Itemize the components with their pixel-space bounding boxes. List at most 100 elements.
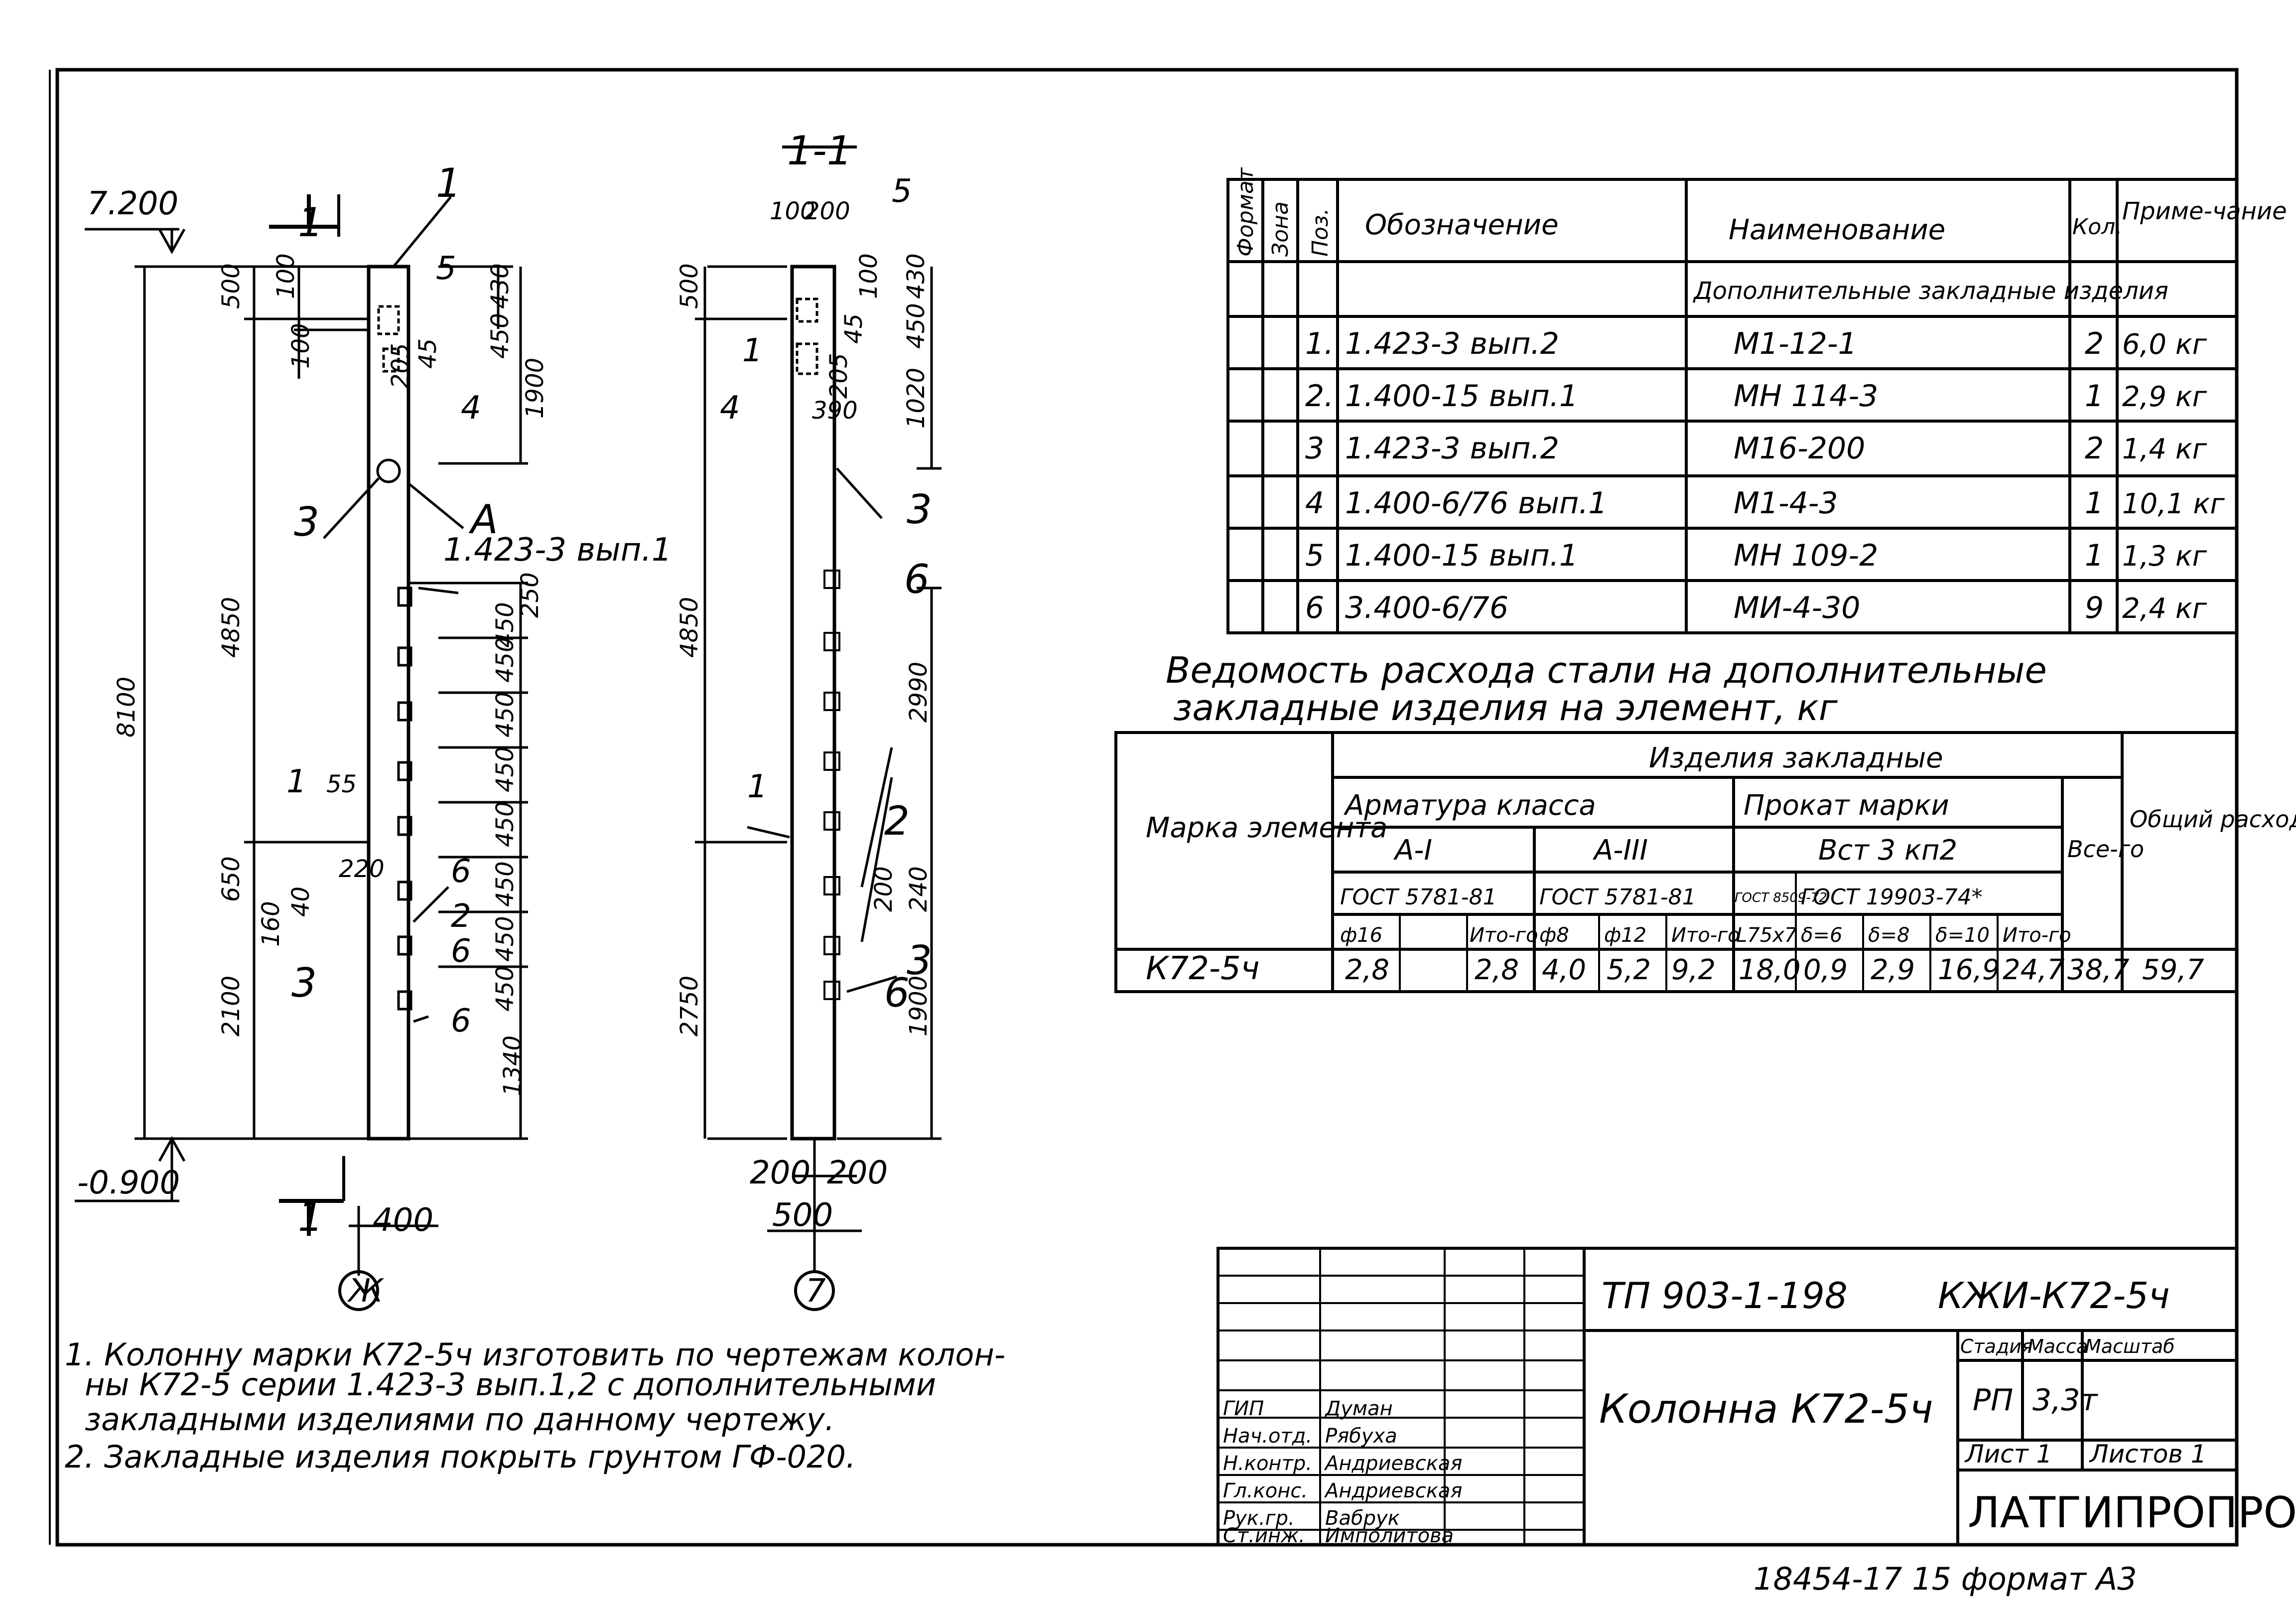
svg-text:Листов 1: Листов 1: [2089, 1440, 2206, 1469]
svg-text:Лист 1: Лист 1: [1964, 1440, 2052, 1469]
steel-row-value: 4,0: [1542, 954, 1586, 986]
title-block-text: ТП 903-1-198 КЖИ-К72-5ч Колонна К72-5ч С…: [1599, 1275, 2296, 1538]
svg-text:240: 240: [905, 866, 933, 912]
callout-a: A: [468, 496, 498, 543]
steel-row-value: 59,7: [2142, 954, 2204, 986]
left-dims: 500 4850 650 2100 8100 100 100 205 45 43…: [113, 253, 549, 1096]
spec-name: МИ-4-30: [1734, 590, 1860, 625]
spec-code: 1.400-6/76 вып.1: [1345, 486, 1607, 521]
spec-qty: 9: [2085, 590, 2104, 625]
svg-text:200: 200: [870, 866, 898, 912]
svg-text:закладные изделия на элемент,: закладные изделия на элемент, кг: [1173, 687, 1838, 729]
svg-text:ТП 903-1-198: ТП 903-1-198: [1602, 1275, 1848, 1317]
svg-text:100: 100: [272, 253, 300, 299]
spec-code: 1.400-15 вып.1: [1345, 538, 1578, 573]
elevation-top-label: 7.200: [87, 185, 178, 222]
column-section-right: [695, 146, 942, 1311]
steel-row-value: 0,9: [1803, 954, 1848, 986]
svg-text:450: 450: [491, 801, 519, 847]
svg-text:А-III: А-III: [1593, 834, 1648, 867]
tb-name: Андриевская: [1324, 1452, 1462, 1475]
spec-pos: 5: [1305, 538, 1324, 573]
spec-name: МН 114-3: [1734, 379, 1878, 414]
svg-text:45: 45: [840, 313, 868, 344]
tb-role: ГИП: [1223, 1397, 1264, 1420]
right-dims: 500 4850 2750 100 200 100 45 430 450 205…: [675, 197, 933, 1036]
callout-3-low: 3: [291, 960, 317, 1006]
spec-table-grid: [1226, 178, 2238, 634]
width-500: 500: [772, 1197, 833, 1234]
axis-label-right: 7: [806, 1273, 826, 1310]
spec-note: 1,3 кг: [2122, 540, 2207, 573]
steel-subcol: ф12: [1604, 924, 1646, 947]
svg-text:4850: 4850: [217, 597, 245, 658]
svg-text:Кол.: Кол.: [2072, 214, 2122, 240]
steel-row-mark: К72-5ч: [1146, 950, 1260, 987]
tb-name: Рябуха: [1325, 1425, 1397, 1448]
steel-table-grid: [1114, 731, 2238, 993]
callout-5: 5: [436, 250, 456, 287]
spec-qty: 1: [2085, 486, 2104, 521]
org-name: ЛАТГИПРОПРОМ: [1968, 1488, 2296, 1538]
half-200b: 200: [827, 1155, 888, 1191]
axis-bubble-right: [794, 1270, 835, 1311]
callout-series: 1.423-3 вып.1: [443, 532, 672, 569]
svg-text:220: 220: [339, 855, 385, 883]
svg-text:ГОСТ 5781-81: ГОСТ 5781-81: [1539, 884, 1696, 910]
svg-text:Все-го: Все-го: [2067, 836, 2144, 863]
spec-name: М1-4-3: [1734, 486, 1838, 521]
svg-text:2. Закладные изделия покрыть г: 2. Закладные изделия покрыть грунтом ГФ-…: [65, 1439, 856, 1475]
section-mark-top: 1: [298, 199, 323, 246]
svg-text:450: 450: [491, 916, 519, 962]
svg-text:Зона: Зона: [1268, 201, 1293, 257]
svg-text:закладными изделиями по данном: закладными изделиями по данному чертежу.: [85, 1401, 834, 1438]
steel-row-value: 5,2: [1607, 954, 1651, 986]
spec-qty: 2: [2085, 431, 2104, 466]
steel-subcol: δ=6: [1801, 924, 1842, 947]
spec-note: 1,4 кг: [2122, 433, 2207, 465]
callout-6-mid: 6: [451, 853, 471, 890]
callout-1b-right: 1: [747, 768, 768, 805]
callout-2-right: 2: [884, 798, 910, 844]
svg-text:450: 450: [491, 692, 519, 737]
svg-text:Масштаб: Масштаб: [2085, 1335, 2175, 1357]
spec-code: 3.400-6/76: [1345, 590, 1508, 625]
axis-bubble-left: [338, 1270, 379, 1311]
spec-pos: 4: [1305, 486, 1324, 521]
svg-text:Приме-чание: Приме-чание: [2122, 197, 2287, 225]
elevation-bottom-label: -0.900: [77, 1165, 180, 1201]
svg-text:160: 160: [257, 901, 285, 947]
steel-row-value: 16,9: [1938, 954, 2000, 986]
column-elevation-left: [75, 194, 528, 1311]
steel-subcol: L75x7: [1736, 924, 1797, 947]
spec-table-header: Формат Зона Поз. Обозначение Наименовани…: [1233, 167, 2287, 305]
svg-text:430: 430: [902, 253, 930, 299]
svg-text:Вст 3 кп2: Вст 3 кп2: [1818, 834, 1957, 867]
svg-text:100: 100: [855, 253, 883, 299]
svg-text:650: 650: [217, 856, 245, 902]
steel-subcol: δ=8: [1868, 924, 1909, 947]
tb-name: Имполитова: [1325, 1524, 1454, 1547]
callout-6-low: 6: [451, 1003, 471, 1039]
callout-1-mid: 1: [286, 763, 307, 800]
steel-title: Ведомость расхода стали на дополнительны…: [1166, 649, 2047, 729]
svg-text:200: 200: [805, 197, 850, 225]
section-mark-bottom: 1: [298, 1194, 323, 1240]
tb-name: Андриевская: [1324, 1479, 1462, 1502]
svg-text:450: 450: [491, 966, 519, 1012]
spec-code: 1.423-3 вып.2: [1345, 326, 1559, 361]
callout-5-right: 5: [892, 173, 912, 210]
svg-text:ГОСТ 19903-74*: ГОСТ 19903-74*: [1801, 884, 1983, 910]
svg-text:А-I: А-I: [1393, 834, 1432, 867]
svg-text:450: 450: [491, 602, 519, 648]
callout-6-bot: 6: [451, 933, 471, 970]
svg-text:Общий расход: Общий расход: [2130, 806, 2296, 833]
spec-note: 10,1 кг: [2122, 488, 2225, 520]
svg-text:2750: 2750: [675, 976, 703, 1036]
callout-1-right: 1: [742, 332, 763, 369]
svg-text:Изделия закладные: Изделия закладные: [1649, 742, 1943, 774]
section-title: 1-1: [787, 128, 852, 174]
